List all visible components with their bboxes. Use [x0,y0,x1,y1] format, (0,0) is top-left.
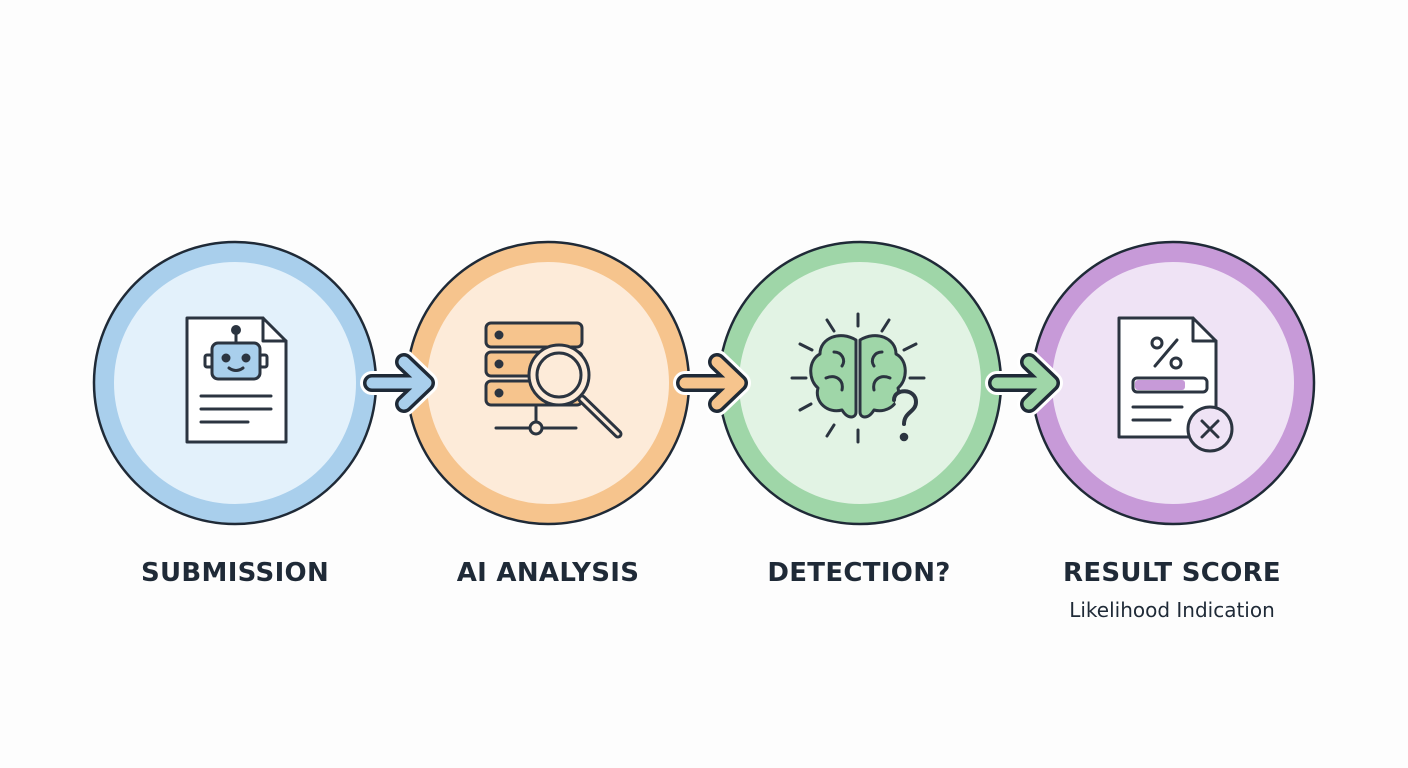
arrow-3-to-4 [985,350,1063,416]
step-label-ai-analysis: AI ANALYSIS [456,558,640,588]
score-report-icon [1117,316,1234,453]
arrow-2-to-3 [673,350,751,416]
step-label-result-score: RESULT SCORE [1063,558,1281,588]
step-sublabel-likelihood: Likelihood Indication [1069,598,1275,622]
robot-document-icon [185,316,288,444]
brain-question-icon [790,312,926,444]
database-magnifier-icon [484,321,623,439]
step-label-submission: SUBMISSION [140,558,330,588]
arrow-1-to-2 [360,350,438,416]
step-label-detection: DETECTION? [767,558,951,588]
